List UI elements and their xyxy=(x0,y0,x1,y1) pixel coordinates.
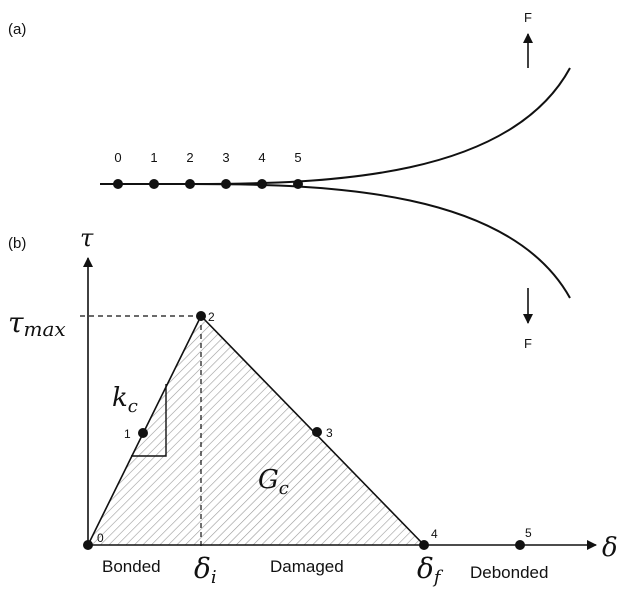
curve-point-label-3: 3 xyxy=(326,426,333,440)
curve-point-1 xyxy=(138,428,148,438)
curve-point-0 xyxy=(83,540,93,550)
curve-point-label-5: 5 xyxy=(525,526,532,540)
region-damaged-label: Damaged xyxy=(270,557,344,576)
lower-crack-surface xyxy=(100,183,571,299)
force-label-top: F xyxy=(524,10,532,25)
curve-point-label-4: 4 xyxy=(431,527,438,541)
crack-point-2 xyxy=(185,179,195,189)
delta-f-label: δf xyxy=(417,552,444,588)
fracture-energy-label: Gc xyxy=(258,465,289,499)
region-debonded-label: Debonded xyxy=(470,563,548,582)
panel-a-label: (a) xyxy=(8,21,26,38)
crack-point-1 xyxy=(149,179,159,189)
curve-point-label-2: 2 xyxy=(208,310,215,324)
crack-point-4 xyxy=(257,179,267,189)
tau-max-label: τmax xyxy=(8,306,66,341)
crack-point-label-3: 3 xyxy=(222,150,229,165)
y-axis-label: τ xyxy=(80,224,94,252)
curve-point-label-1: 1 xyxy=(124,427,131,441)
curve-point-5 xyxy=(515,540,525,550)
delta-i-label: δi xyxy=(194,552,217,588)
stiffness-label: kc xyxy=(112,383,138,417)
panel-b-label: (b) xyxy=(8,235,26,252)
crack-point-3 xyxy=(221,179,231,189)
curve-point-3 xyxy=(312,427,322,437)
crack-point-label-4: 4 xyxy=(258,150,265,165)
curve-point-4 xyxy=(419,540,429,550)
curve-point-2 xyxy=(196,311,206,321)
fracture-energy-area xyxy=(88,316,424,545)
crack-point-0 xyxy=(113,179,123,189)
region-bonded-label: Bonded xyxy=(102,557,161,576)
crack-point-5 xyxy=(293,179,303,189)
upper-crack-surface xyxy=(100,67,571,185)
stiffness-triangle xyxy=(131,384,167,457)
crack-point-label-5: 5 xyxy=(294,150,301,165)
crack-point-label-2: 2 xyxy=(186,150,193,165)
force-label-bottom: F xyxy=(524,336,532,351)
curve-point-label-0: 0 xyxy=(97,531,104,545)
crack-point-label-0: 0 xyxy=(114,150,121,165)
x-axis-label: δ xyxy=(602,533,618,563)
crack-point-label-1: 1 xyxy=(150,150,157,165)
